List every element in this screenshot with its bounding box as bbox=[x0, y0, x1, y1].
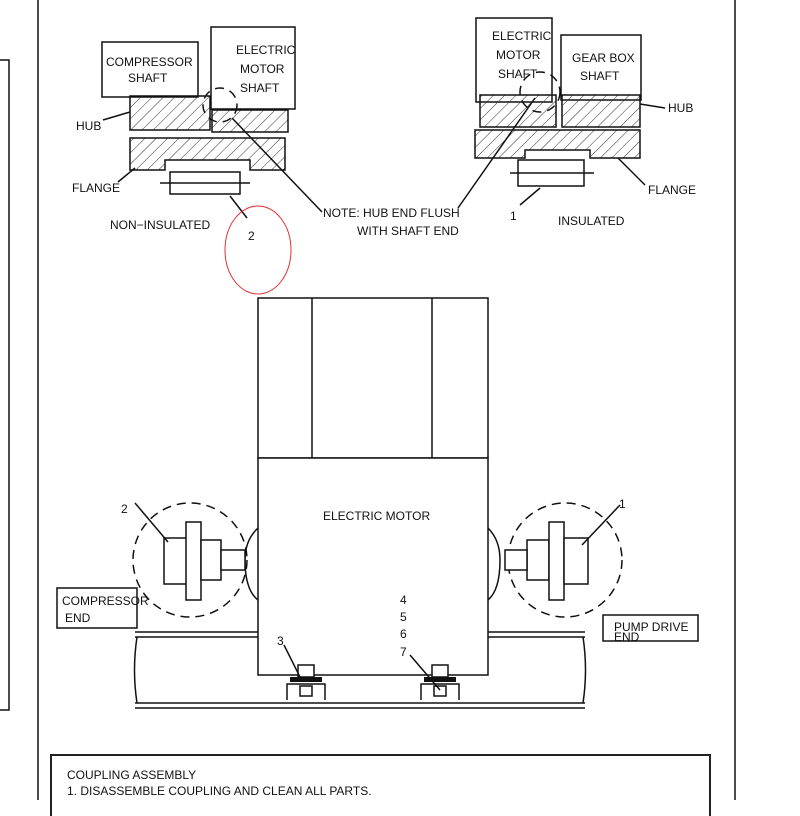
compressor-shaft-label: COMPRESSOR bbox=[106, 55, 193, 69]
pump-drive-end-label-2: END bbox=[614, 630, 640, 644]
compressor-end-label-2: END bbox=[65, 611, 91, 625]
instructions-title: COUPLING ASSEMBLY bbox=[67, 768, 197, 782]
insulated-detail: ELECTRIC MOTOR SHAFT GEAR BOX SHAFT HUB … bbox=[457, 17, 696, 228]
motor-shaft-label-3: SHAFT bbox=[240, 81, 280, 95]
insulated-caption: INSULATED bbox=[558, 214, 625, 228]
gearbox-shaft-label: GEAR BOX bbox=[572, 51, 635, 65]
red-annotation-circle bbox=[224, 205, 292, 295]
pump-drive-end-box bbox=[602, 614, 699, 642]
flange-label: FLANGE bbox=[72, 181, 120, 195]
motor-shaft-label-2: MOTOR bbox=[240, 62, 285, 76]
callout-7: 7 bbox=[400, 645, 407, 659]
right-motor-shaft-label: ELECTRIC bbox=[492, 29, 552, 43]
electric-motor-label: ELECTRIC MOTOR bbox=[323, 509, 430, 523]
compressor-coupling bbox=[132, 502, 248, 618]
callout-2: 2 bbox=[121, 502, 128, 516]
hub-label: HUB bbox=[76, 119, 101, 133]
pump-drive-end-label: PUMP DRIVE bbox=[614, 620, 688, 634]
motor-shaft-label: ELECTRIC bbox=[236, 43, 296, 57]
gearbox-shaft-label-2: SHAFT bbox=[580, 69, 620, 83]
callout-3: 3 bbox=[277, 634, 284, 648]
compressor-end-label: COMPRESSOR bbox=[62, 594, 149, 608]
mount-bolt-right bbox=[409, 654, 460, 700]
callout-5: 5 bbox=[400, 610, 407, 624]
callout-1: 1 bbox=[619, 497, 626, 511]
pump-coupling bbox=[504, 502, 623, 618]
right-motor-shaft-label-3: SHAFT bbox=[498, 67, 538, 81]
right-motor-shaft-label-2: MOTOR bbox=[496, 48, 541, 62]
non-insulated-caption: NON−INSULATED bbox=[110, 218, 210, 232]
callout-6: 6 bbox=[400, 627, 407, 641]
non-insulated-detail: COMPRESSOR SHAFT ELECTRIC MOTOR SHAFT HU… bbox=[72, 26, 323, 243]
instructions-box: COUPLING ASSEMBLY 1. DISASSEMBLE COUPLIN… bbox=[50, 754, 711, 816]
callout-1-detail: 1 bbox=[510, 209, 517, 223]
mount-bolt-left bbox=[283, 644, 326, 700]
compressor-shaft-label-2: SHAFT bbox=[128, 71, 168, 85]
right-hub-label: HUB bbox=[668, 101, 693, 115]
callout-2-detail: 2 bbox=[248, 229, 255, 243]
callout-4: 4 bbox=[400, 593, 407, 607]
side-panel bbox=[0, 59, 10, 711]
electric-motor bbox=[244, 297, 501, 676]
note-line-1: NOTE: HUB END FLUSH bbox=[323, 206, 460, 220]
compressor-end-box bbox=[56, 587, 138, 629]
instruction-step-1: 1. DISASSEMBLE COUPLING AND CLEAN ALL PA… bbox=[67, 784, 372, 798]
right-flange-label: FLANGE bbox=[648, 183, 696, 197]
note-line-2: WITH SHAFT END bbox=[357, 224, 459, 238]
